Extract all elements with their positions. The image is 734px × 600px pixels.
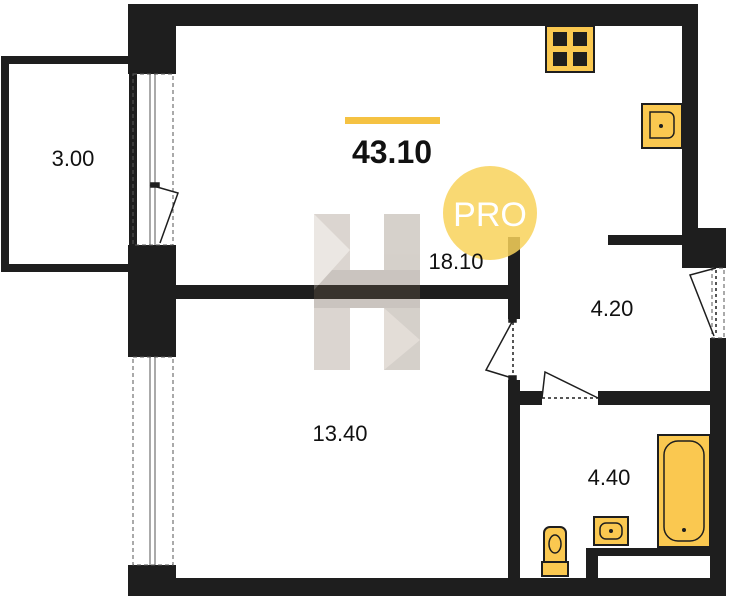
walls — [128, 4, 726, 596]
windows — [132, 73, 725, 566]
pro-badge-text: PRO — [453, 196, 527, 234]
bathtub-icon — [657, 434, 711, 548]
room-area-bathroom: 4.40 — [588, 465, 631, 490]
stove-icon — [545, 25, 595, 73]
room-area-kitchen-living: 18.10 — [428, 249, 483, 274]
room-area-hall: 4.20 — [591, 296, 634, 321]
watermark-logo — [314, 214, 420, 370]
room-area-bedroom: 13.40 — [312, 421, 367, 446]
total-area: 43.10 — [352, 134, 432, 170]
total-area-underline — [345, 117, 440, 124]
doors — [149, 182, 717, 399]
toilet-icon — [541, 526, 569, 577]
room-area-balcony: 3.00 — [52, 146, 95, 171]
pro-badge — [443, 166, 537, 260]
bathroom-sink-icon — [593, 516, 629, 546]
kitchen-sink-icon — [641, 103, 683, 149]
